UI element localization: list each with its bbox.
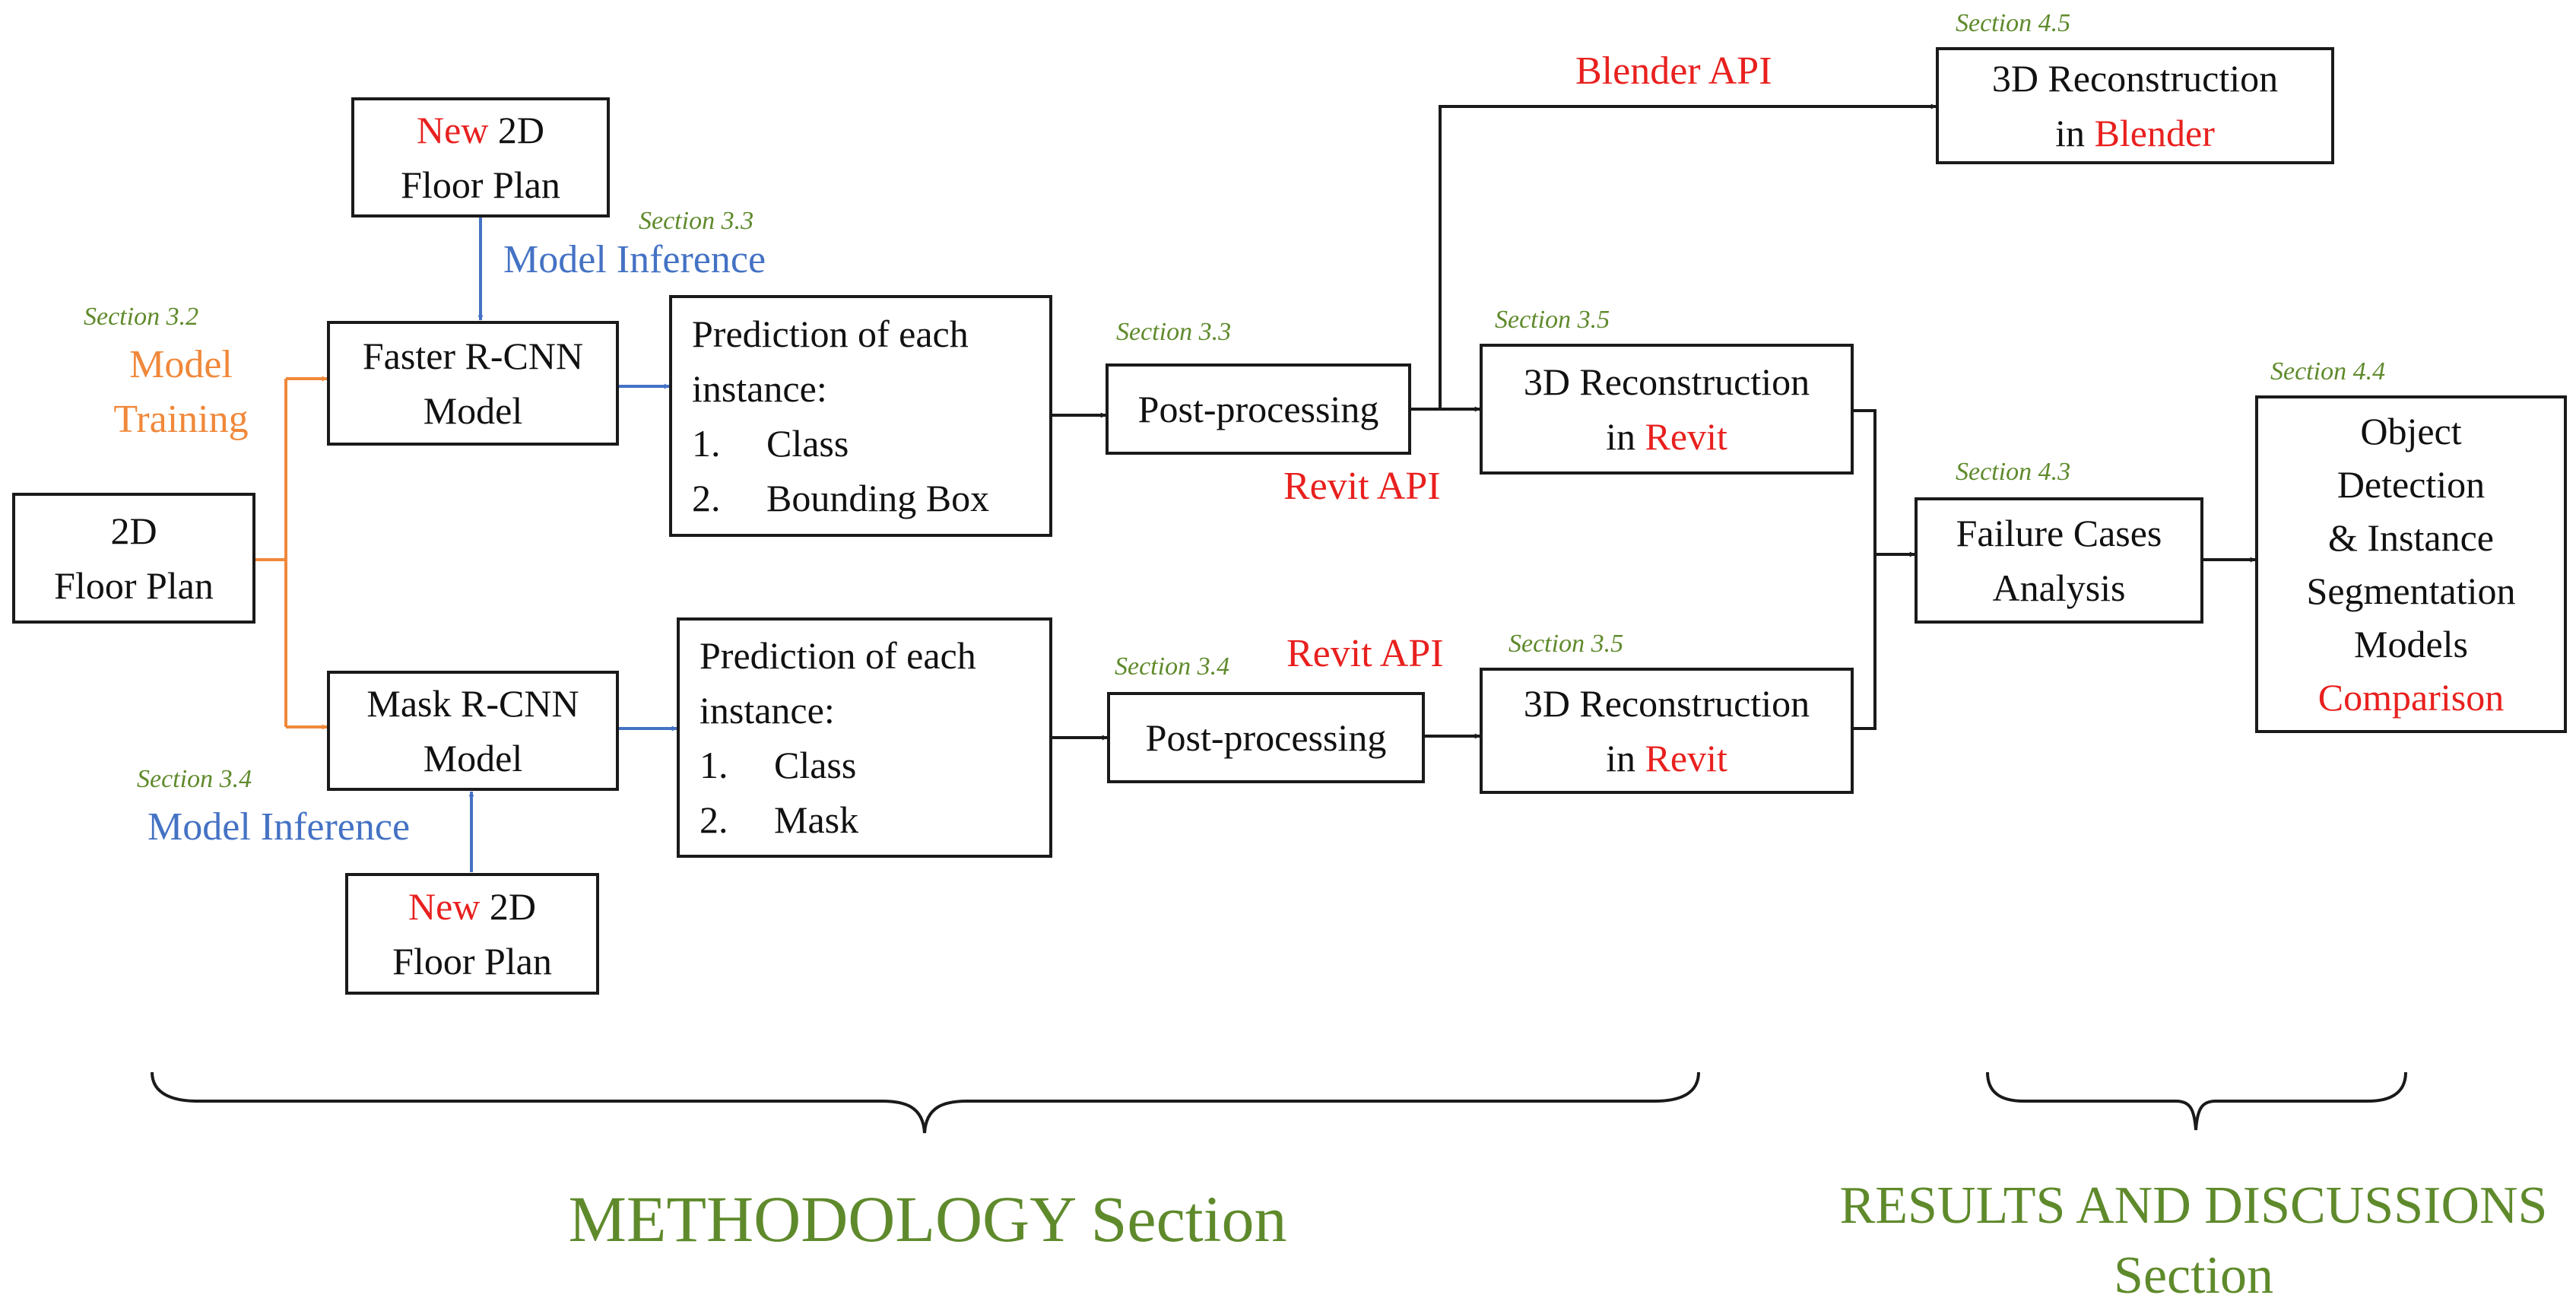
recon-revit-bottom-line-1: 3D Reconstruction [1523, 682, 1810, 725]
section-tag-3-2: Section 3.2 [84, 303, 199, 331]
mask-rcnn-line-1: Mask R-CNN [366, 682, 579, 725]
recon-revit-top-line-2: in Revit [1606, 415, 1727, 458]
section-tag-3-5-bottom: Section 3.5 [1508, 630, 1624, 658]
prediction-top-line-2: instance: [692, 367, 827, 410]
revit-top-highlight: Revit [1645, 415, 1727, 458]
recon-revit-bottom-line-2: in Revit [1606, 737, 1727, 779]
blender-api-label: Blender API [1575, 49, 1772, 93]
section-tag-3-4-inference: Section 3.4 [137, 765, 252, 793]
revit-bottom-highlight: Revit [1645, 737, 1727, 779]
new-plan-bottom-line-1: New 2D [408, 879, 536, 934]
post-bottom-label: Post-processing [1145, 716, 1387, 759]
results-brace [1986, 1071, 2407, 1131]
reconstruction-revit-top-box: 3D Reconstruction in Revit [1480, 344, 1854, 475]
section-tag-3-4-post: Section 3.4 [1115, 652, 1230, 681]
new-plan-top-highlight: New [416, 109, 489, 151]
comparison-line-2: Detection [2336, 463, 2486, 506]
faster-rcnn-line-2: Model [423, 389, 523, 432]
reconstruction-blender-box: 3D Reconstruction in Blender [1936, 47, 2334, 164]
new-plan-bottom-rest: 2D [480, 885, 537, 928]
prediction-bottom-item-2: 2.Mask [700, 798, 859, 841]
floor-plan-box: 2D Floor Plan [12, 493, 255, 624]
new-plan-top-line-1: New 2D [417, 103, 544, 157]
recon-blender-line-1: 3D Reconstruction [1991, 57, 2279, 100]
failure-cases-box: Failure Cases Analysis [1915, 497, 2203, 624]
floor-plan-line-2: Floor Plan [54, 564, 214, 607]
comparison-box: Object Detection & Instance Segmentation… [2255, 395, 2567, 733]
post-processing-bottom-box: Post-processing [1107, 692, 1425, 783]
post-top-label: Post-processing [1137, 388, 1379, 430]
prediction-top-item-2: 2.Bounding Box [692, 477, 990, 519]
prediction-bottom-box: Prediction of each instance: 1.Class 2.M… [677, 617, 1052, 858]
results-title-line-2: Section [2114, 1246, 2273, 1305]
comparison-highlight: Comparison [2317, 676, 2505, 719]
results-title-line-1: RESULTS AND DISCUSSIONS [1839, 1176, 2548, 1235]
section-tag-3-3-inference: Section 3.3 [639, 207, 754, 235]
flow-connectors [1051, 103, 2256, 741]
model-training-label: Model Training [113, 343, 249, 441]
model-inference-bottom-label: Model Inference [148, 805, 411, 849]
prediction-bottom-line-1: Prediction of each [700, 634, 976, 677]
comparison-line-1: Object [2360, 410, 2462, 452]
new-plan-bottom-highlight: New [408, 885, 481, 928]
new-plan-top-line-2: Floor Plan [401, 163, 560, 206]
inference-connectors [468, 216, 677, 872]
section-tag-3-3-post: Section 3.3 [1116, 318, 1232, 346]
reconstruction-revit-bottom-box: 3D Reconstruction in Revit [1480, 668, 1854, 794]
results-section-title: RESULTS AND DISCUSSIONS Section [1810, 1171, 2576, 1311]
new-floor-plan-top-box: New 2D Floor Plan [351, 97, 610, 217]
revit-api-bottom-label: Revit API [1286, 632, 1444, 675]
methodology-brace [151, 1071, 1700, 1134]
comparison-line-4: Segmentation [2306, 570, 2516, 612]
prediction-top-item-1: 1.Class [692, 422, 849, 465]
training-connector [254, 376, 328, 730]
failure-line-2: Analysis [1992, 567, 2126, 609]
new-plan-top-rest: 2D [488, 109, 545, 151]
post-processing-top-box: Post-processing [1106, 363, 1411, 455]
mask-rcnn-box: Mask R-CNN Model [327, 671, 619, 791]
prediction-bottom-line-2: instance: [700, 689, 835, 732]
new-floor-plan-bottom-box: New 2D Floor Plan [345, 873, 599, 995]
floor-plan-line-1: 2D [110, 509, 157, 552]
model-inference-top-label: Model Inference [503, 238, 766, 281]
recon-blender-line-2: in Blender [2055, 112, 2215, 154]
prediction-top-line-1: Prediction of each [692, 313, 969, 355]
section-tag-4-5: Section 4.5 [1956, 9, 2071, 37]
comparison-line-5: Models [2354, 623, 2468, 665]
revit-api-top-label: Revit API [1283, 465, 1441, 508]
blender-highlight: Blender [2094, 112, 2215, 154]
section-tag-3-5-top: Section 3.5 [1495, 306, 1610, 334]
methodology-section-title: METHODOLOGY Section [568, 1182, 1287, 1255]
mask-rcnn-line-2: Model [423, 737, 523, 779]
recon-revit-top-line-1: 3D Reconstruction [1523, 360, 1810, 403]
failure-line-1: Failure Cases [1956, 512, 2162, 554]
section-tag-4-4: Section 4.4 [2270, 357, 2386, 386]
section-braces [151, 1071, 2407, 1134]
comparison-line-3: & Instance [2328, 516, 2494, 559]
new-plan-bottom-line-2: Floor Plan [392, 940, 552, 982]
faster-rcnn-line-1: Faster R-CNN [362, 335, 584, 377]
prediction-top-box: Prediction of each instance: 1.Class 2.B… [669, 295, 1052, 537]
faster-rcnn-box: Faster R-CNN Model [327, 321, 619, 446]
section-tag-4-3: Section 4.3 [1956, 458, 2071, 486]
prediction-bottom-item-1: 1.Class [700, 744, 857, 786]
